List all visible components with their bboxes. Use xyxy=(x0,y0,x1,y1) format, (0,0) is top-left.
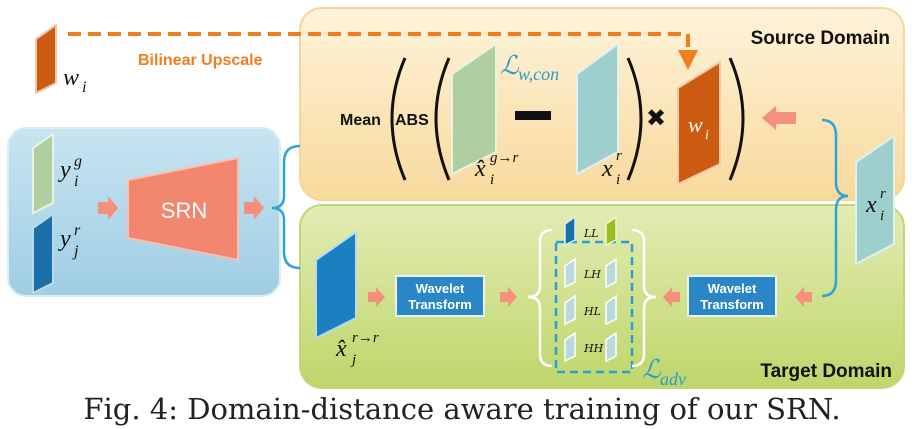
loss-adv-symbol: ℒ xyxy=(642,355,662,385)
x-r-source-sup: r xyxy=(616,148,622,164)
band-hh-left xyxy=(564,331,576,363)
bands-brace-right xyxy=(631,228,657,368)
weight-map-w-large xyxy=(677,60,721,186)
x-r-source-sub: i xyxy=(616,172,620,188)
band-ll-label: LL xyxy=(583,227,599,240)
band-hl-label: HL xyxy=(583,305,601,318)
mean-label: Mean xyxy=(340,112,381,129)
x-r-sup: r xyxy=(880,186,886,202)
arrow-to-wavelet-left xyxy=(368,287,385,307)
bands-brace-left xyxy=(527,228,553,368)
mean-paren-left xyxy=(390,57,407,181)
multiply-sign: ✖ xyxy=(646,104,666,132)
srn-block xyxy=(127,156,239,262)
wavelet-left-line2: Transform xyxy=(408,297,472,312)
abs-paren-left xyxy=(434,57,451,181)
srn-label: SRN xyxy=(161,198,207,223)
input-image-y-r xyxy=(32,212,54,295)
weight-large-symbol: w xyxy=(688,112,703,137)
connector-bracket xyxy=(821,118,849,298)
x-hat-r-sub: j xyxy=(350,352,356,368)
arrow-to-source xyxy=(762,106,796,130)
x-hat-r-sup: r→r xyxy=(352,330,379,346)
loss-con-symbol: ℒ xyxy=(500,51,520,81)
x-hat-g-sub: i xyxy=(490,172,494,188)
input-y-g-sub: i xyxy=(74,173,78,190)
arrow-into-srn xyxy=(98,196,118,220)
input-y-r-sup: r xyxy=(74,222,81,239)
wavelet-transform-left xyxy=(395,275,485,317)
mean-paren-right xyxy=(728,57,745,181)
x-r-symbol: x xyxy=(865,192,877,218)
band-lh-label: LH xyxy=(583,268,601,281)
arrow-to-bands xyxy=(663,287,680,307)
x-hat-r-symbol: x̂ xyxy=(335,336,347,362)
weight-large-sub: i xyxy=(705,128,709,143)
band-ll-blue xyxy=(564,215,576,247)
abs-paren-right xyxy=(626,57,643,181)
abs-label: ABS xyxy=(395,112,429,129)
generated-image-x-r-to-r xyxy=(315,230,357,340)
input-y-g-symbol: y xyxy=(58,157,71,183)
real-image-x-r xyxy=(855,134,895,266)
band-hh-label: HH xyxy=(583,342,604,355)
upscale-label: Bilinear Upscale xyxy=(138,52,263,69)
arrow-to-wavelet-right xyxy=(795,287,812,307)
target-domain-label: Target Domain xyxy=(760,361,892,382)
input-image-y-g xyxy=(32,132,54,215)
x-hat-g-sup: g→r xyxy=(490,150,519,166)
weight-small-sub: i xyxy=(82,79,86,96)
real-image-x-r-source xyxy=(576,42,619,176)
arrow-from-wavelet-left xyxy=(500,287,517,307)
weight-map-w-small xyxy=(35,23,57,95)
figure-caption: Fig. 4: Domain-distance aware training o… xyxy=(83,392,841,426)
input-y-r-symbol: y xyxy=(58,226,71,252)
arrow-out-of-srn xyxy=(244,196,264,220)
band-hl-left xyxy=(564,294,576,326)
split-brace xyxy=(271,144,301,270)
target-domain-panel xyxy=(299,204,905,389)
upscale-arrow xyxy=(68,32,698,70)
wavelet-right-line2: Transform xyxy=(700,297,764,312)
wavelet-right-line1: Wavelet xyxy=(708,281,757,296)
weight-small-symbol: w xyxy=(63,65,79,91)
band-hl-right xyxy=(605,294,617,326)
band-hh-right xyxy=(605,331,617,363)
band-lh-left xyxy=(564,257,576,289)
input-y-g-sup: g xyxy=(74,153,82,170)
wavelet-transform-right xyxy=(687,275,777,317)
input-y-r-sub: j xyxy=(72,243,79,260)
wavelet-left-line1: Wavelet xyxy=(416,281,465,296)
loss-con-sub: w,con xyxy=(518,64,559,84)
minus-sign xyxy=(515,111,551,120)
x-r-sub: i xyxy=(880,208,884,224)
loss-adv-sub: adv xyxy=(660,369,686,389)
band-lh-right xyxy=(605,257,617,289)
band-ll-green xyxy=(605,215,617,247)
source-domain-label: Source Domain xyxy=(751,28,890,49)
generated-image-x-g-to-r xyxy=(451,42,497,176)
x-r-source-symbol: x xyxy=(601,156,613,182)
x-hat-g-symbol: x̂ xyxy=(474,156,486,182)
